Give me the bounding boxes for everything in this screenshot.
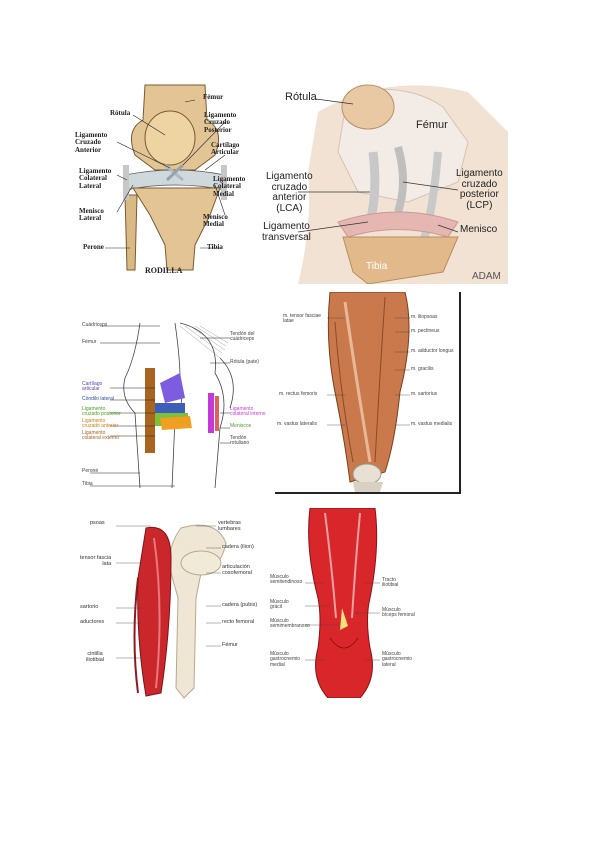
label-lig-colateral-lateral: Ligamento Colateral Lateral [79,168,111,190]
label-semimembranoso: Músculo semimembranoso [270,619,310,630]
knee-anatomy-panel: Fémur Rótula Ligamento Cruzado Posterior… [75,80,275,280]
label-cuadriceps: Cuádriceps [82,323,107,328]
label-semitendinoso: Músculo semitendinoso [270,575,302,586]
label-aductores: aductores [80,620,104,626]
label-rotula: Rótula [110,110,130,117]
label-recto: recto femoral [222,620,254,626]
label-menisco-lateral: Menisco Lateral [79,208,104,223]
label-femur: Fémur [222,643,238,649]
label-tfl: m. tensor fasciae latae [283,314,321,325]
label-sartorio: sartorio [80,605,98,611]
adam-logo: ADAM [472,272,501,283]
label-femur: Fémur [82,340,96,345]
label-lig-colateral-externo: Ligamento colateral externo [82,431,119,442]
label-menisco: Menisco [460,225,497,236]
label-cartilago-articular: Cartílago Articular [211,142,239,157]
label-articulacion: articulación coxofemoral [222,565,252,577]
label-vmed: m. vastus medialis [411,422,452,427]
label-lca: Ligamento cruzado anterior (LCA) [266,172,313,214]
label-meniscos: Meniscos [230,424,251,429]
label-tracto: Tracto iliotibial [382,578,398,589]
label-vertebras: vertebras lumbares [218,521,241,533]
knee-ligaments-panel: Rótula Fémur Ligamento cruzado anterior … [258,72,516,284]
label-lig-cruzado-posterior: Ligamento Cruzado Posterior [204,112,236,134]
label-sartorius: m. sartorius [411,392,437,397]
label-lig-cruzado-anterior: Ligamento cruzado anterior [82,419,118,430]
label-gracil: Músculo grácil [270,600,289,611]
label-femur: Fémur [416,120,448,132]
label-tendon-rotuliano: Tendón rotuliano [230,436,249,447]
thigh-muscles-panel: m. tensor fasciae latae m. iliopsoas m. … [275,292,461,494]
knee-schematic-panel: Cuádriceps Fémur Tendón del cuádriceps R… [80,318,268,496]
label-cintilla: cintilla iliotibial [86,652,104,664]
label-cadera-ilion: cadera (ilion) [222,545,254,551]
label-adductor: m. adductor longus [411,349,454,354]
label-lig-colateral-medial: Ligamento Colateral Medial [213,176,245,198]
label-tensor: tensor fascia lata [80,556,111,568]
label-menisco-medial: Menisco Medial [203,214,228,229]
label-transversal: Ligamento transversal [262,222,311,243]
label-gastro-lateral: Músculo gastrocnemio lateral [382,652,412,668]
label-gracilis: m. gracilis [411,367,434,372]
label-tendon-cuadriceps: Tendón del cuádriceps [230,332,254,343]
hip-muscles-panel: psoas vertebras lumbares tensor fascia l… [76,518,266,704]
label-tibia: Tibia [207,244,223,251]
label-pectineus: m. pectineus [411,329,439,334]
posterior-leg-panel: Músculo semitendinoso Tracto iliotibial … [270,508,430,698]
label-tibia: Tibia [82,482,93,487]
label-cadera-pubis: cadera (pubis) [222,603,257,609]
label-cartilago: Cartílago articular [82,382,102,393]
label-lcp: Ligamento cruzado posterior (LCP) [456,169,503,211]
panel-title: RODILLA [145,267,182,275]
label-perone: Perone [83,244,104,251]
label-gastro-medial: Músculo gastrocnemio medial [270,652,300,668]
label-rotula: Rótula [285,92,317,104]
label-rotula: Rótula (pate) [230,360,259,365]
label-condilo: Cóndilo lateral [82,397,114,402]
label-iliopsoas: m. iliopsoas [411,315,437,320]
posterior-leg-illustration [270,508,430,698]
label-rectus: m. rectus femoris [279,392,317,397]
label-biceps: Músculo bíceps femoral [382,608,415,619]
label-lig-cruzado-anterior: Ligamento Cruzado Anterior [75,132,107,154]
label-lig-colateral-interno: Ligamento colateral interno [230,407,266,418]
label-vlat: m. vastus lateralis [277,422,317,427]
label-psoas: psoas [90,521,105,527]
label-lig-cruzado-posterior: Ligamento cruzado posterior [82,407,121,418]
label-tibia: Tibia [366,262,387,273]
label-perone: Peroné [82,469,98,474]
label-femur: Fémur [203,94,223,101]
